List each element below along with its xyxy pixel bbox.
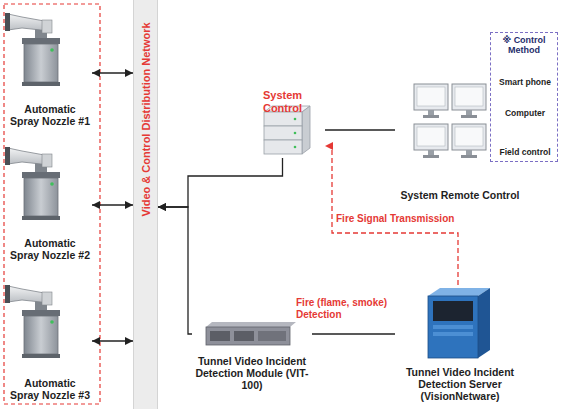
control-option: Computer bbox=[493, 89, 557, 120]
node-label: Tunnel Video Incident Detection Server (… bbox=[397, 366, 523, 402]
nozzle-unit: Automatic Spray Nozzle #3 bbox=[8, 276, 92, 402]
edge-label: Fire (flame, smoke) Detection bbox=[296, 297, 411, 321]
detection-module: Tunnel Video Incident Detection Module (… bbox=[192, 322, 312, 392]
control-option: Smart phone bbox=[493, 57, 557, 89]
node-label: Tunnel Video Incident Detection Module (… bbox=[194, 355, 310, 391]
node-label: Computer bbox=[505, 109, 545, 119]
connector bbox=[158, 207, 192, 334]
node-label: System Remote Control bbox=[400, 189, 519, 201]
system-control: System Control bbox=[240, 88, 325, 158]
connector bbox=[92, 204, 133, 205]
spray-nozzle-icon bbox=[5, 147, 60, 220]
nozzle-group-outline bbox=[4, 4, 100, 404]
nozzle-unit: Automatic Spray Nozzle #2 bbox=[8, 140, 92, 262]
node-label: Video & Control Distribution Network bbox=[139, 193, 152, 216]
connector bbox=[158, 158, 283, 207]
control-option: Field control bbox=[493, 121, 557, 159]
nozzle-unit: Automatic Spray Nozzle #1 bbox=[8, 8, 92, 128]
node-label: System Control bbox=[242, 89, 323, 114]
node-label: Automatic Spray Nozzle #3 bbox=[10, 377, 90, 401]
connector bbox=[325, 129, 395, 130]
monitor-icons bbox=[414, 84, 486, 158]
connector bbox=[312, 333, 395, 334]
detection-module-icon bbox=[206, 322, 296, 345]
connector bbox=[92, 72, 133, 73]
node-label: Automatic Spray Nozzle #2 bbox=[10, 237, 90, 261]
node-label: Automatic Spray Nozzle #1 bbox=[10, 103, 90, 127]
node-label: Smart phone bbox=[499, 78, 551, 88]
spray-nozzle-icon bbox=[5, 13, 60, 86]
spray-nozzle-icon bbox=[5, 285, 60, 358]
node-label: Field control bbox=[500, 148, 551, 158]
control-method-panel: ※ Control MethodSmart phoneComputerField… bbox=[490, 32, 558, 162]
detection-server-icon bbox=[428, 288, 490, 358]
edge-label: Fire Signal Transmission bbox=[336, 213, 476, 225]
detection-server: Tunnel Video Incident Detection Server (… bbox=[395, 285, 525, 403]
connector bbox=[92, 340, 133, 341]
node-label: ※ Control Method bbox=[493, 35, 555, 56]
network-band: Video & Control Distribution Network bbox=[133, 0, 158, 409]
